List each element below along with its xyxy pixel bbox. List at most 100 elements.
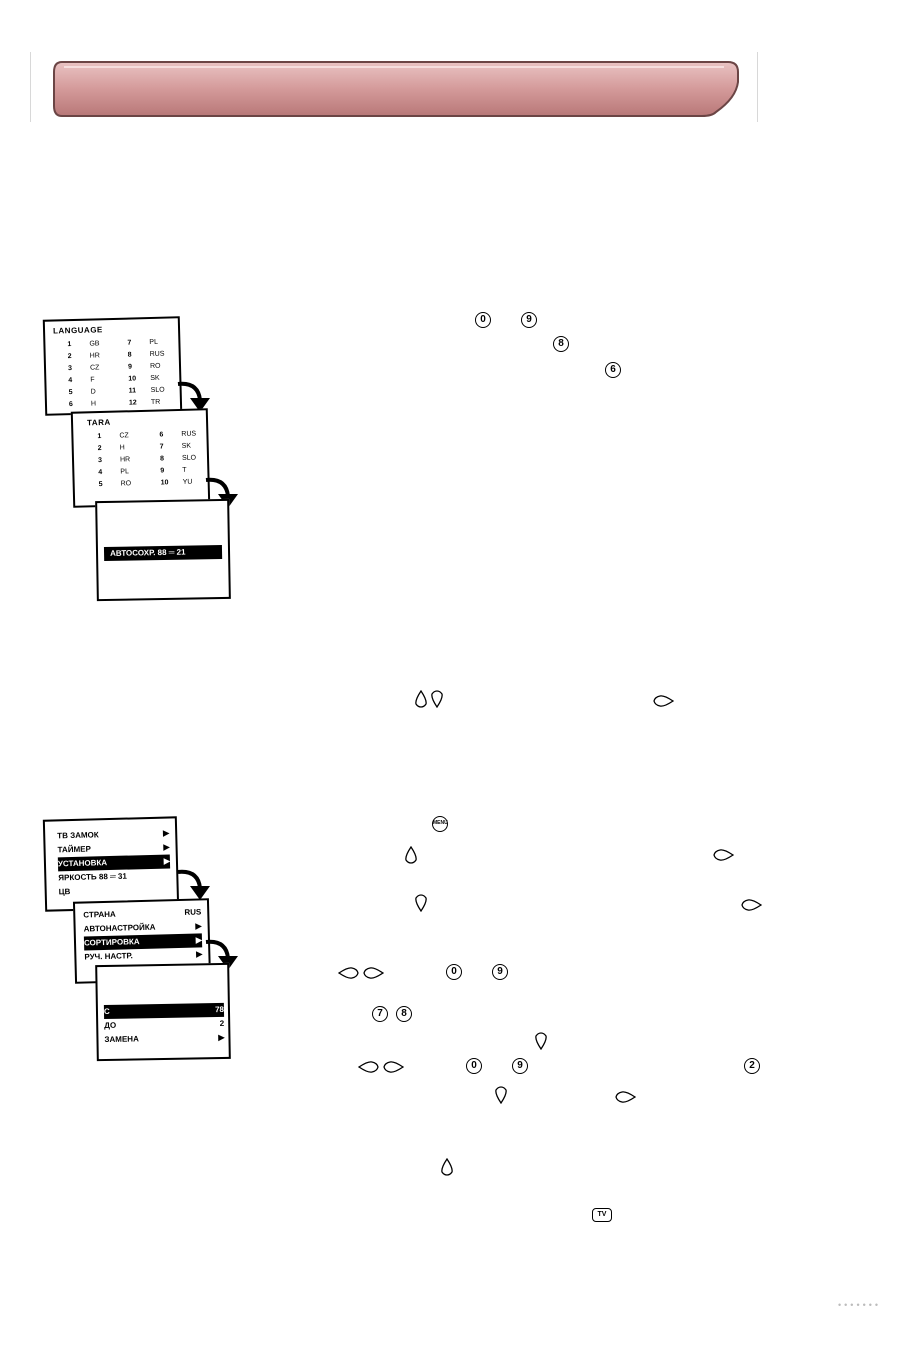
menu-item-label: СТРАНА [83, 909, 116, 920]
main-menu-screen: ТВ ЗАМОК▶ТАЙМЕР▶УСТАНОВКА▶ЯРКОСТЬ 88 ═ 3… [42, 816, 180, 912]
language_menu-value: RO [149, 362, 161, 371]
right-arrow-key-icon [713, 849, 734, 861]
country_menu-value: PL [120, 468, 130, 476]
menu-item-label: ДО [104, 1020, 117, 1031]
language_menu-number: 2 [67, 353, 72, 361]
country_menu-number: 2 [97, 445, 102, 453]
key-0-icon: 0 [466, 1058, 482, 1074]
header-frame [30, 52, 758, 122]
key-2-icon: 2 [744, 1058, 760, 1074]
language_menu-number: 6 [68, 401, 73, 409]
country_menu-value: SLO [181, 454, 197, 462]
country_menu-value: H [119, 444, 125, 452]
menu-item-label: УСТАНОВКА [57, 858, 108, 869]
key-8-icon: 8 [553, 336, 569, 352]
country_menu-number: 9 [160, 467, 165, 475]
tv-key-icon: TV [592, 1208, 612, 1222]
language_menu-number: 3 [67, 365, 73, 373]
key-9-icon: 9 [512, 1058, 528, 1074]
main-menu-list: ТВ ЗАМОК▶ТАЙМЕР▶УСТАНОВКА▶ЯРКОСТЬ 88 ═ 3… [57, 826, 171, 899]
country_menu-number: 10 [160, 479, 169, 487]
country_menu-number: 6 [159, 431, 164, 439]
left-arrow-key-icon [358, 1061, 379, 1073]
menu-item-value: ▶ [218, 1032, 225, 1043]
key-0-icon: 0 [475, 312, 491, 328]
menu-item-label: ТАЙМЕР [57, 844, 91, 855]
key-7-icon: 7 [372, 1006, 388, 1022]
country_menu-number: 3 [97, 457, 103, 465]
menu-item[interactable]: ЗАМЕНА ▶ [104, 1031, 224, 1047]
menu-item-value: RUS [184, 907, 202, 917]
language_menu-value: RUS [149, 350, 165, 359]
country_menu-value: RO [120, 480, 132, 488]
menu-item-value: ▶ [195, 921, 202, 931]
menu-key-icon: MENU [432, 816, 448, 832]
menu-item[interactable]: РУЧ. НАСТР. ▶ [84, 947, 202, 964]
country_menu-number: 7 [159, 443, 164, 451]
language_menu-value: HR [89, 352, 100, 360]
right-arrow-key-icon [383, 1061, 404, 1073]
key-9-icon: 9 [492, 964, 508, 980]
down-arrow-key-icon [431, 690, 443, 708]
country_menu-value: CZ [119, 432, 129, 440]
key-8-icon: 8 [396, 1006, 412, 1022]
menu-item[interactable]: ЦВ [59, 882, 171, 899]
country_menu-value: RUS [181, 430, 197, 438]
language_menu-number: 1 [67, 341, 72, 349]
language-menu-title: LANGUAGE [52, 325, 103, 336]
language_menu-value: PL [149, 338, 159, 347]
header-banner [53, 61, 739, 117]
arrow-down-icon [177, 869, 210, 900]
country_menu-number: 1 [97, 433, 102, 441]
menu-item-value: ▶ [195, 935, 203, 945]
language_menu-value: H [90, 400, 97, 408]
up-arrow-key-icon [441, 1158, 453, 1176]
left-arrow-key-icon [338, 967, 359, 979]
menu-item-label: ТВ ЗАМОК [57, 830, 99, 841]
language_menu-number: 11 [128, 387, 137, 395]
menu-item-value: 78 [214, 1004, 225, 1015]
right-arrow-key-icon [653, 695, 674, 707]
menu-item-value: 2 [219, 1018, 225, 1029]
key-6-icon: 6 [605, 362, 621, 378]
language_menu-number: 12 [128, 399, 137, 407]
language_menu-value: F [90, 376, 95, 384]
down-arrow-key-icon [535, 1032, 547, 1050]
language_menu-number: 7 [127, 339, 132, 347]
menu-item-label: РУЧ. НАСТР. [84, 951, 133, 962]
right-arrow-key-icon [741, 899, 762, 911]
menu-item-label: АВТОНАСТРОЙКА [83, 922, 156, 934]
key-0-icon: 0 [446, 964, 462, 980]
menu-item-value: ▶ [196, 949, 203, 959]
key-9-icon: 9 [521, 312, 537, 328]
menu-item-value: ▶ [162, 828, 170, 838]
language_menu-number: 5 [68, 389, 73, 397]
menu-item-value: ▶ [163, 842, 170, 852]
country_menu-number: 5 [98, 481, 103, 489]
language_menu-value: CZ [89, 364, 100, 372]
language_menu-number: 4 [68, 377, 73, 385]
right-arrow-key-icon [615, 1091, 636, 1103]
menu-item-label: ЦВ [58, 887, 71, 897]
language_menu-number: 9 [127, 363, 133, 371]
menu-item-label: С [103, 1006, 110, 1017]
country_menu-value: SK [181, 442, 192, 450]
right-arrow-key-icon [363, 967, 384, 979]
language_menu-value: D [90, 388, 96, 396]
down-arrow-key-icon [415, 894, 427, 912]
autostore-progress-bar: АВТОСОХР. 88 ═ 21 [103, 544, 223, 562]
arrow-down-icon [177, 381, 210, 412]
autostore-screen: АВТОСОХР. 88 ═ 21 [95, 498, 231, 602]
down-arrow-key-icon [495, 1086, 507, 1104]
language_menu-number: 10 [128, 375, 137, 383]
menu-item-value: ▶ [163, 856, 171, 866]
menu-item-label: СОРТИРОВКА [83, 937, 140, 948]
menu-item-label: ЗАМЕНА [104, 1034, 139, 1045]
country_menu-number: 4 [98, 469, 103, 477]
up-arrow-key-icon [415, 690, 427, 708]
